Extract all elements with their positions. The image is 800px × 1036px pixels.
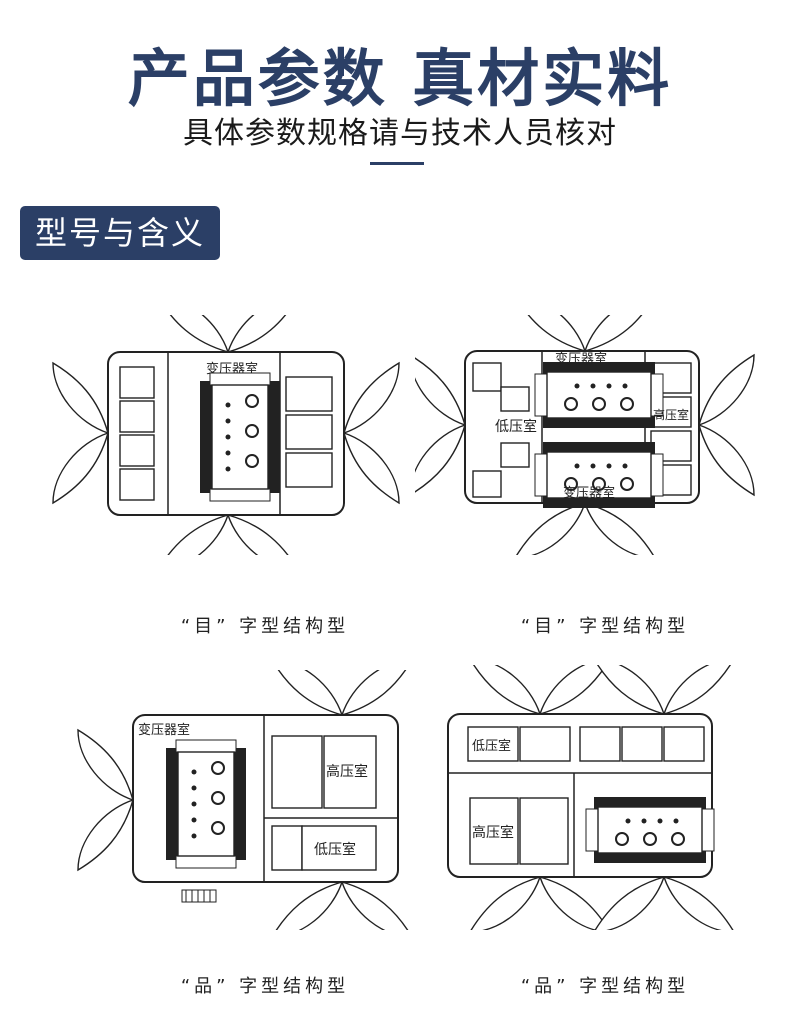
high-voltage-label: 高压室 [326,763,368,780]
page-subtitle: 具体参数规格请与技术人员核对 [183,116,617,151]
diagram-mu-type-2: 变压器室 变压器室 低压室 高压室 [415,315,755,555]
diagram-pin-type-2: 低压室 高压室 [447,665,735,930]
low-voltage-label: 低压室 [472,738,511,754]
low-voltage-label: 低压室 [495,418,537,435]
low-voltage-label: 低压室 [314,841,356,858]
caption-2: “目” 字型结构型 [520,616,690,637]
page-title: 产品参数 真材实料 [127,42,673,115]
caption-4: “品” 字型结构型 [520,976,690,997]
caption-3: “品” 字型结构型 [180,976,350,997]
high-voltage-label: 高压室 [472,824,514,841]
section-tag: 型号与含义 [20,206,220,260]
diagram-pin-type-1: 变压器室 高压室 低压室 [77,670,410,930]
diagram-mu-type-1: 变压器室 [52,315,400,555]
high-voltage-label: 高压室 [653,407,689,422]
caption-1: “目” 字型结构型 [180,616,350,637]
transformer-label: 变压器室 [138,722,190,738]
title-divider [370,162,424,165]
transformer-bottom-label: 变压器室 [563,485,615,501]
